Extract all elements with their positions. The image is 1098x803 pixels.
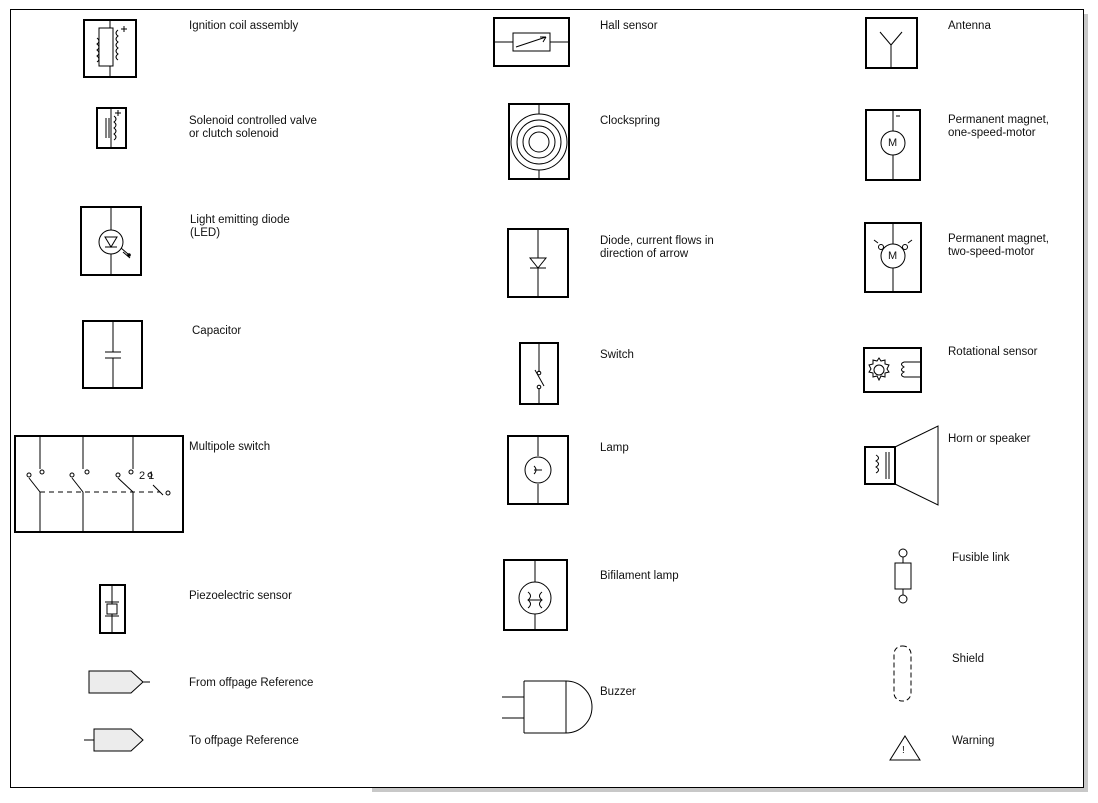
label-multipole-switch: Multipole switch [189,441,271,453]
motor-two-speed-letter: M [888,250,898,262]
antenna-icon [866,18,917,68]
diode-icon [508,229,568,297]
label-antenna: Antenna [948,20,991,32]
label-hall-sensor: Hall sensor [600,20,658,32]
clockspring-icon [509,104,569,179]
motor-two-speed-icon [865,223,921,292]
to-offpage-icon [84,729,143,751]
solenoid-icon [97,108,126,148]
switch-icon [520,343,558,404]
bifilament-lamp-icon [504,560,567,630]
fusible-link-icon [895,549,911,603]
label-piezo-sensor: Piezoelectric sensor [189,590,292,602]
label-lamp: Lamp [600,442,629,454]
label-clockspring: Clockspring [600,115,661,127]
capacitor-icon [83,321,142,388]
multipole-switch-icon [15,436,183,532]
led-icon [81,207,141,275]
page-shadow-bottom [372,787,1088,792]
label-to-offpage: To offpage Reference [189,735,299,747]
motor-one-speed-letter: M [888,137,898,149]
label-rotational-sensor: Rotational sensor [948,346,1038,358]
label-switch: Switch [600,349,634,361]
warning-mark: ! [902,745,905,756]
label-motor-one-speed: Permanent magnet, one-speed-motor [948,114,1050,139]
hall-sensor-icon [494,18,569,66]
label-diode: Diode, current flows in direction of arr… [600,235,714,260]
label-capacitor: Capacitor [192,325,242,337]
label-from-offpage: From offpage Reference [189,677,314,689]
rotational-sensor-icon [864,348,921,392]
label-horn-speaker: Horn or speaker [948,433,1031,445]
buzzer-icon [502,681,592,733]
ignition-coil-icon [84,20,136,77]
label-warning: Warning [952,735,995,747]
label-solenoid: Solenoid controlled valve or clutch sole… [189,115,317,140]
piezo-sensor-icon [100,585,125,633]
from-offpage-icon [89,671,150,693]
label-led: Light emitting diode (LED) [190,214,290,239]
warning-icon [890,736,920,760]
page-shadow-right [1083,14,1088,791]
motor-one-speed-icon [866,110,920,180]
label-bifilament-lamp: Bifilament lamp [600,570,679,582]
shield-icon [894,646,911,701]
label-buzzer: Buzzer [600,686,636,698]
lamp-icon [508,436,568,504]
label-shield: Shield [952,653,984,665]
label-fusible-link: Fusible link [952,552,1010,564]
label-ignition-coil: Ignition coil assembly [189,20,299,32]
multipole-contact-numbers: 2 1 [139,470,155,482]
label-motor-two-speed: Permanent magnet, two-speed-motor [948,233,1050,258]
horn-speaker-icon [865,426,938,505]
